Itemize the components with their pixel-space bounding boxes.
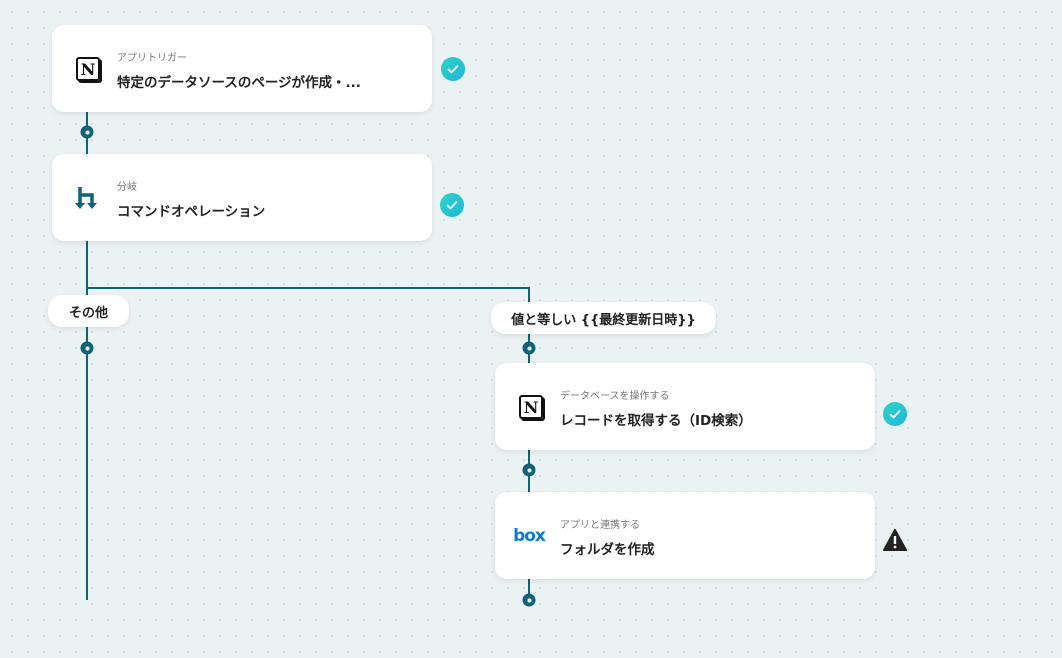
- notion-icon: N: [74, 55, 102, 83]
- warning-icon: [883, 529, 907, 555]
- check-icon: [441, 57, 465, 81]
- step-title: レコードを取得する（ID検索）: [560, 413, 752, 429]
- connector-line: [86, 287, 530, 289]
- check-icon: [883, 402, 907, 426]
- branch-label-other[interactable]: その他: [48, 295, 129, 327]
- step-card-trigger[interactable]: N アプリトリガー 特定のデータソースのページが作成・...: [52, 25, 432, 112]
- step-title: コマンドオペレーション: [117, 204, 266, 220]
- step-subtitle: アプリトリガー: [117, 53, 187, 64]
- step-card-get-record[interactable]: N データベースを操作する レコードを取得する（ID検索）: [495, 363, 875, 450]
- branch-label-condition[interactable]: 値と等しい {{最終更新日時}}: [491, 302, 716, 334]
- check-icon: [440, 193, 464, 217]
- step-title: フォルダを作成: [560, 542, 655, 558]
- step-card-create-folder[interactable]: box アプリと連携する フォルダを作成: [495, 492, 875, 579]
- connector-line: [86, 241, 88, 600]
- box-icon: box: [513, 526, 546, 546]
- add-step-node[interactable]: [522, 593, 536, 607]
- step-subtitle: アプリと連携する: [560, 520, 640, 531]
- add-step-node[interactable]: [80, 125, 94, 139]
- branch-icon: [74, 184, 102, 212]
- add-step-node[interactable]: [522, 341, 536, 355]
- step-card-branch[interactable]: 分岐 コマンドオペレーション: [52, 154, 432, 241]
- add-step-node[interactable]: [522, 463, 536, 477]
- step-subtitle: 分岐: [117, 182, 137, 193]
- notion-icon: N: [517, 393, 545, 421]
- add-step-node[interactable]: [80, 341, 94, 355]
- step-title: 特定のデータソースのページが作成・...: [117, 75, 361, 91]
- step-subtitle: データベースを操作する: [560, 391, 670, 402]
